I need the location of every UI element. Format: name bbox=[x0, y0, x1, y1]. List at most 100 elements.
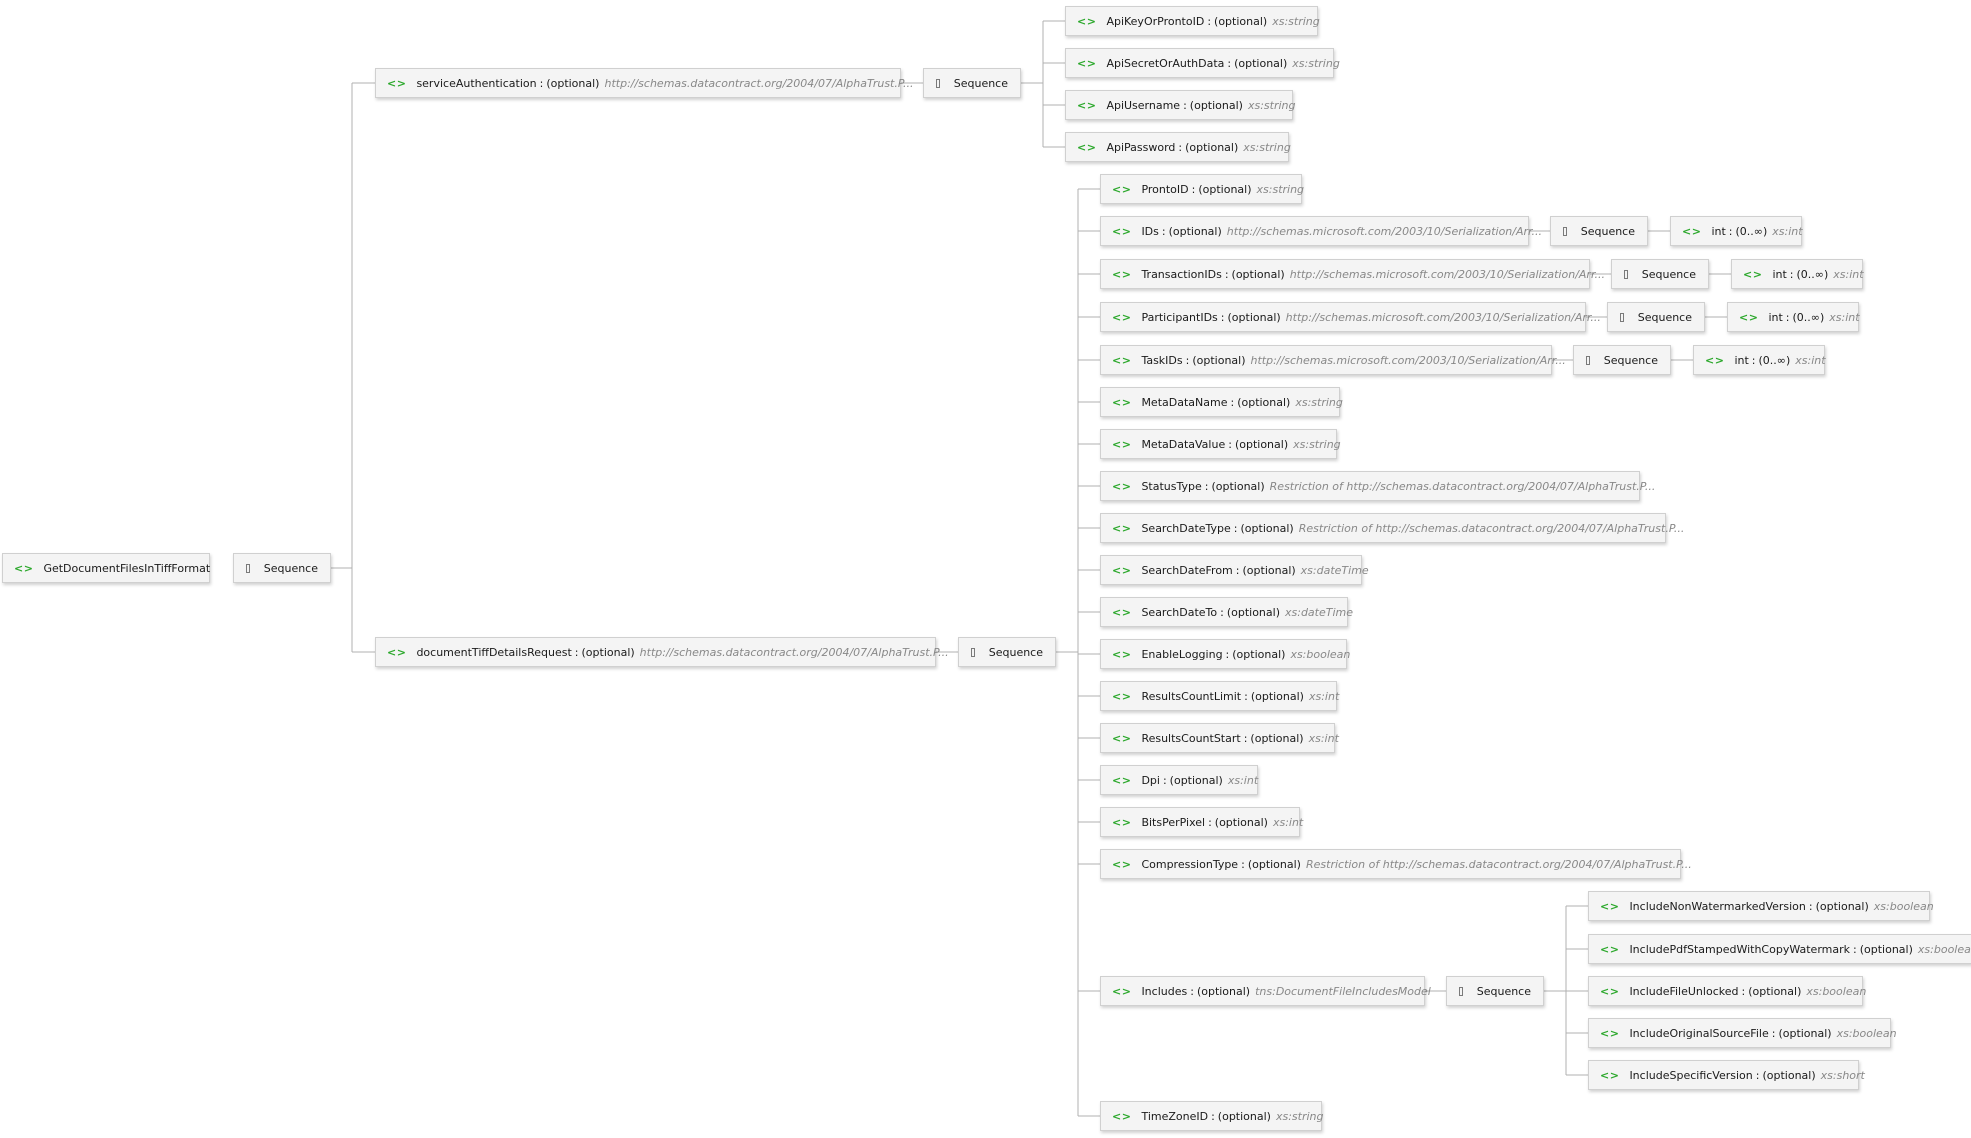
element-icon: <> bbox=[1739, 310, 1759, 324]
element-i-ds[interactable]: <>IDs:(optional)http://schemas.microsoft… bbox=[1100, 216, 1542, 246]
element-int-item[interactable]: <>int:(0..∞)xs:int bbox=[1670, 216, 1803, 246]
element-type: xs:string bbox=[1275, 1109, 1324, 1123]
element-document-tiff-details-request[interactable]: <>documentTiffDetailsRequest:(optional)h… bbox=[375, 637, 949, 667]
element-occurrence: (optional) bbox=[1168, 224, 1222, 238]
element-name: TaskIDs bbox=[1141, 353, 1183, 367]
element-type: xs:string bbox=[1293, 437, 1341, 451]
element-name: ApiSecretOrAuthData bbox=[1106, 56, 1225, 70]
element-include-specific-version[interactable]: <>IncludeSpecificVersion:(optional)xs:sh… bbox=[1588, 1060, 1865, 1090]
element-int-item[interactable]: <>int:(0..∞)xs:int bbox=[1693, 345, 1826, 375]
element-occurrence: (optional) bbox=[1169, 773, 1223, 787]
element-pronto-id[interactable]: <>ProntoID:(optional)xs:string bbox=[1100, 174, 1304, 204]
element-bits-per-pixel[interactable]: <>BitsPerPixel:(optional)xs:int bbox=[1100, 807, 1304, 837]
element-api-key-or-pronto-id[interactable]: <>ApiKeyOrProntoID:(optional)xs:string bbox=[1065, 6, 1320, 36]
sequence-document-tiff-details-request[interactable]: Sequence bbox=[958, 637, 1056, 667]
element-task-i-ds[interactable]: <>TaskIDs:(optional)http://schemas.micro… bbox=[1100, 345, 1566, 375]
element-type: http://schemas.microsoft.com/2003/10/Ser… bbox=[1250, 353, 1566, 367]
element-icon: <> bbox=[1112, 479, 1132, 493]
sequence-icon bbox=[936, 78, 940, 88]
element-type: http://schemas.microsoft.com/2003/10/Ser… bbox=[1285, 310, 1601, 324]
element-results-count-limit[interactable]: <>ResultsCountLimit:(optional)xs:int bbox=[1100, 681, 1339, 711]
element-type: xs:int bbox=[1833, 267, 1864, 281]
element-occurrence: (optional) bbox=[1196, 984, 1251, 998]
sequence-icon bbox=[1563, 226, 1567, 236]
element-api-secret-or-auth-data[interactable]: <>ApiSecretOrAuthData:(optional)xs:strin… bbox=[1065, 48, 1340, 78]
element-api-password[interactable]: <>ApiPassword:(optional)xs:string bbox=[1065, 132, 1291, 162]
element-search-date-to[interactable]: <>SearchDateTo:(optional)xs:dateTime bbox=[1100, 597, 1353, 627]
element-include-file-unlocked[interactable]: <>IncludeFileUnlocked:(optional)xs:boole… bbox=[1588, 976, 1866, 1006]
element-results-count-start[interactable]: <>ResultsCountStart:(optional)xs:int bbox=[1100, 723, 1339, 753]
sequence-includes[interactable]: Sequence bbox=[1446, 976, 1544, 1006]
element-icon: <> bbox=[1077, 140, 1097, 154]
element-include-original-source-file[interactable]: <>IncludeOriginalSourceFile:(optional)xs… bbox=[1588, 1018, 1897, 1048]
element-name: IncludePdfStampedWithCopyWatermark bbox=[1629, 942, 1851, 956]
element-participant-i-ds[interactable]: <>ParticipantIDs:(optional)http://schema… bbox=[1100, 302, 1601, 332]
separator: : bbox=[1220, 310, 1225, 324]
element-time-zone-id[interactable]: <>TimeZoneID:(optional)xs:string bbox=[1100, 1101, 1324, 1131]
element-api-username[interactable]: <>ApiUsername:(optional)xs:string bbox=[1065, 90, 1296, 120]
element-name: CompressionType bbox=[1141, 857, 1239, 871]
element-include-non-watermarked-version[interactable]: <>IncludeNonWatermarkedVersion:(optional… bbox=[1588, 891, 1934, 921]
element-includes[interactable]: <>Includes:(optional)tns:DocumentFileInc… bbox=[1100, 976, 1431, 1006]
element-service-authentication[interactable]: <>serviceAuthentication:(optional)http:/… bbox=[375, 68, 913, 98]
element-name: ApiKeyOrProntoID bbox=[1106, 14, 1205, 28]
sequence-transaction-i-ds[interactable]: Sequence bbox=[1611, 259, 1709, 289]
element-name: ResultsCountStart bbox=[1141, 731, 1241, 745]
element-occurrence: (0..∞) bbox=[1735, 224, 1768, 238]
sequence-icon bbox=[971, 647, 975, 657]
sequence-participant-i-ds[interactable]: Sequence bbox=[1607, 302, 1705, 332]
sequence-i-ds[interactable]: Sequence bbox=[1550, 216, 1648, 246]
element-icon: <> bbox=[1112, 689, 1132, 703]
separator: : bbox=[1235, 563, 1240, 577]
separator: : bbox=[1211, 1109, 1215, 1123]
element-icon: <> bbox=[1112, 731, 1132, 745]
element-search-date-type[interactable]: <>SearchDateType:(optional)Restriction o… bbox=[1100, 513, 1684, 543]
element-include-pdf-stamped-with-copy-watermark[interactable]: <>IncludePdfStampedWithCopyWatermark:(op… bbox=[1588, 934, 1971, 964]
element-dpi[interactable]: <>Dpi:(optional)xs:int bbox=[1100, 765, 1258, 795]
element-type: xs:int bbox=[1272, 815, 1304, 829]
sequence-label: Sequence bbox=[1580, 224, 1635, 238]
sequence-label: Sequence bbox=[988, 645, 1043, 659]
separator: : bbox=[1224, 267, 1229, 281]
sequence-service-authentication[interactable]: Sequence bbox=[923, 68, 1021, 98]
element-type: xs:short bbox=[1820, 1068, 1865, 1082]
element-transaction-i-ds[interactable]: <>TransactionIDs:(optional)http://schema… bbox=[1100, 259, 1605, 289]
element-occurrence: (0..∞) bbox=[1796, 267, 1829, 281]
element-type: xs:boolean bbox=[1917, 942, 1971, 956]
element-name: int bbox=[1711, 224, 1726, 238]
element-occurrence: (optional) bbox=[581, 645, 635, 659]
element-type: xs:string bbox=[1292, 56, 1340, 70]
element-occurrence: (0..∞) bbox=[1792, 310, 1825, 324]
element-icon: <> bbox=[1682, 224, 1702, 238]
element-icon: <> bbox=[1112, 224, 1132, 238]
separator: : bbox=[1241, 857, 1245, 871]
element-enable-logging[interactable]: <>EnableLogging:(optional)xs:boolean bbox=[1100, 639, 1350, 669]
element-type: http://schemas.datacontract.org/2004/07/… bbox=[604, 76, 914, 90]
element-name: IDs bbox=[1141, 224, 1159, 238]
element-compression-type[interactable]: <>CompressionType:(optional)Restriction … bbox=[1100, 849, 1692, 879]
sequence-task-i-ds[interactable]: Sequence bbox=[1573, 345, 1671, 375]
element-occurrence: (optional) bbox=[1859, 942, 1913, 956]
element-name: Dpi bbox=[1141, 773, 1160, 787]
separator: : bbox=[1204, 479, 1209, 493]
separator: : bbox=[1178, 140, 1183, 154]
element-int-item[interactable]: <>int:(0..∞)xs:int bbox=[1727, 302, 1860, 332]
sequence-root[interactable]: Sequence bbox=[233, 553, 331, 583]
sequence-label: Sequence bbox=[1603, 353, 1658, 367]
element-name: Includes bbox=[1141, 984, 1188, 998]
element-status-type[interactable]: <>StatusType:(optional)Restriction of ht… bbox=[1100, 471, 1655, 501]
element-name: int bbox=[1734, 353, 1749, 367]
element-meta-data-value[interactable]: <>MetaDataValue:(optional)xs:string bbox=[1100, 429, 1341, 459]
element-name: serviceAuthentication bbox=[416, 76, 537, 90]
element-icon: <> bbox=[1112, 182, 1132, 196]
separator: : bbox=[1191, 182, 1196, 196]
element-meta-data-name[interactable]: <>MetaDataName:(optional)xs:string bbox=[1100, 387, 1343, 417]
element-get-document-files-in-tiff-format[interactable]: <>GetDocumentFilesInTiffFormat bbox=[2, 553, 210, 583]
element-icon: <> bbox=[1112, 773, 1132, 787]
element-search-date-from[interactable]: <>SearchDateFrom:(optional)xs:dateTime bbox=[1100, 555, 1369, 585]
element-occurrence: (optional) bbox=[1778, 1026, 1832, 1040]
element-name: ResultsCountLimit bbox=[1141, 689, 1242, 703]
element-icon: <> bbox=[1112, 437, 1132, 451]
separator: : bbox=[574, 645, 579, 659]
element-int-item[interactable]: <>int:(0..∞)xs:int bbox=[1731, 259, 1864, 289]
